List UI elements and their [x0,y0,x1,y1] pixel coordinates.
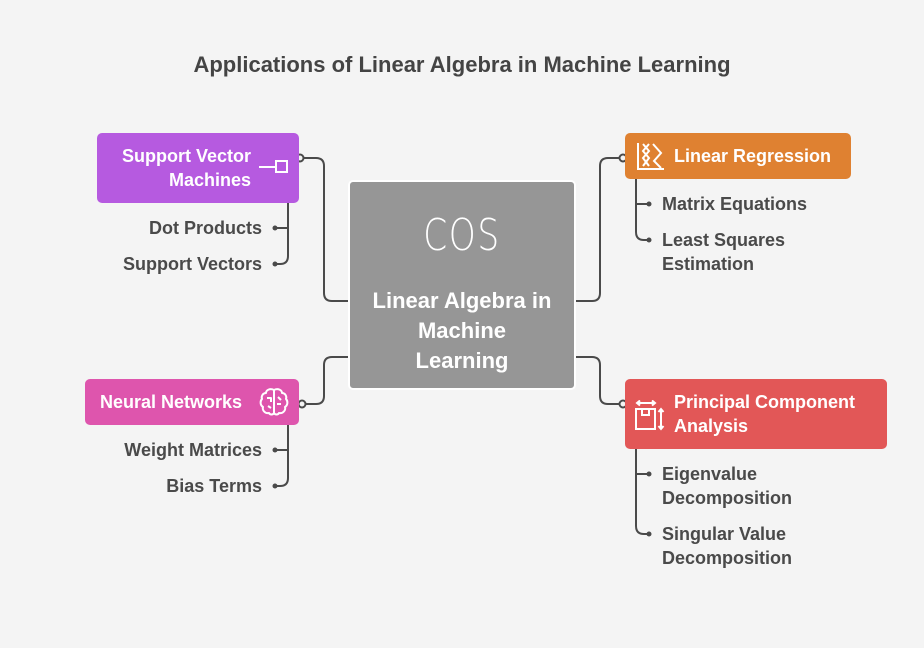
leaf-support-vectors: Support Vectors [122,254,262,274]
leaf-matrix-equations: Matrix Equations [662,192,807,216]
bullet-dot-products [272,225,278,231]
connector-center-nn [303,356,348,405]
leaf-line: Decomposition [662,548,793,568]
connector-center-pca [576,356,621,405]
connector-center-svm [303,157,348,302]
bullet-eigenvalue [646,471,652,477]
bullet-bias-terms [272,483,278,489]
center-label-line: Machine [417,318,507,343]
branch-label-line: Analysis [674,416,749,436]
connector-nn-children [276,425,289,487]
leaf-weight-matrices: Weight Matrices [124,440,262,460]
leaf-eigenvalue-decomposition: Eigenvalue Decomposition [662,462,792,510]
center-label-line: Learning [415,348,509,373]
branch-label-line: Support Vector [121,146,251,166]
cos-icon: COS [423,210,501,261]
leaf-line: Matrix Equations [662,194,808,214]
connector-lr-children [635,179,648,241]
bullet-matrix-equations [646,201,652,207]
leaf-singular-value-decomposition: Singular Value Decomposition [662,522,792,570]
leaf-line: Eigenvalue [662,464,758,484]
leaf-bias-terms: Bias Terms [166,476,262,496]
center-node[interactable]: COS Linear Algebra in Machine Learning [348,180,576,390]
branch-neural-networks[interactable]: Neural Networks [85,379,299,425]
leaf-line: Estimation [662,254,755,274]
anchor-nn [297,399,307,409]
bullet-weight-matrices [272,447,278,453]
branch-label-line: Principal Component [674,392,856,412]
branch-label: Principal Component Analysis [674,390,879,438]
branch-label: Support Vector Machines [101,144,251,192]
branch-principal-component-analysis[interactable]: Principal Component Analysis [625,379,887,449]
bullet-least-squares [646,237,652,243]
branch-label: Linear Regression [674,146,832,166]
center-label: Linear Algebra in Machine Learning [350,286,574,376]
center-label-line: Linear Algebra in [372,288,552,313]
connector-center-lr [576,157,621,302]
connector-node-icon [258,158,288,179]
leaf-dot-products: Dot Products [148,218,262,238]
connector-svm-children [276,203,289,265]
bullet-support-vectors [272,261,278,267]
branch-linear-regression[interactable]: Linear Regression [625,133,851,179]
diagram-title: Applications of Linear Algebra in Machin… [193,52,731,77]
leaf-line: Decomposition [662,488,793,508]
brain-icon [258,386,290,423]
leaf-least-squares-estimation: Least Squares Estimation [662,228,785,276]
regression-chart-icon [635,141,665,176]
leaf-line: Singular Value [662,524,787,544]
branch-label-line: Machines [168,170,251,190]
branch-label: Neural Networks [100,392,243,412]
branch-support-vector-machines[interactable]: Support Vector Machines [97,133,299,203]
dimension-box-icon [634,399,666,437]
connector-pca-children [635,449,648,535]
leaf-line: Least Squares [662,230,786,250]
bullet-singular-value [646,531,652,537]
